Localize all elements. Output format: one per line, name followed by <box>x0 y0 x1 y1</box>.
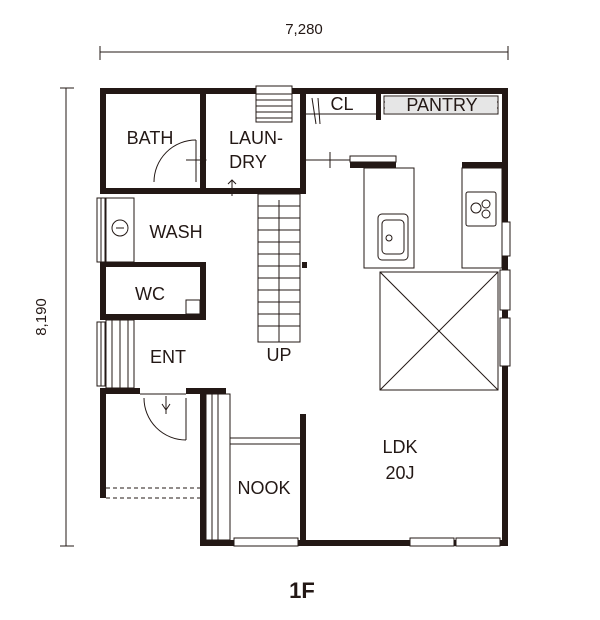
room-nook: NOOK <box>237 478 290 498</box>
room-pantry: PANTRY <box>406 95 477 115</box>
wash-basin <box>105 197 135 263</box>
height-label: 8,190 <box>33 298 50 336</box>
room-ldk-line2: 20J <box>385 463 414 483</box>
stairs-up-label: UP <box>266 345 291 365</box>
kitchen-sliding-door <box>306 152 397 168</box>
bath-door <box>153 139 207 183</box>
dining-area <box>379 271 499 391</box>
closet-pantry <box>306 95 499 125</box>
room-laundry-line1: LAUN- <box>229 128 283 148</box>
floor-label: 1F <box>289 578 315 603</box>
room-entrance: ENT <box>150 347 186 367</box>
room-ldk-line1: LDK <box>382 437 417 457</box>
room-closet: CL <box>330 94 353 114</box>
entrance-door <box>140 393 187 441</box>
room-wc: WC <box>135 284 165 304</box>
nook-walls <box>205 393 300 541</box>
dimension-width: 7,280 <box>99 21 509 60</box>
dimension-height: 8,190 <box>33 87 74 547</box>
room-wash: WASH <box>149 222 202 242</box>
kitchen-counter <box>363 167 503 269</box>
outer-walls <box>100 88 508 546</box>
entrance-step <box>105 319 135 389</box>
interior-walls <box>100 94 502 546</box>
width-label: 7,280 <box>285 21 323 38</box>
laundry-shelf <box>255 93 293 123</box>
staircase <box>257 193 301 343</box>
windows <box>96 85 511 547</box>
laundry-door <box>206 179 256 196</box>
room-bath: BATH <box>127 128 174 148</box>
room-laundry-line2: DRY <box>229 152 267 172</box>
toilet <box>185 299 201 315</box>
